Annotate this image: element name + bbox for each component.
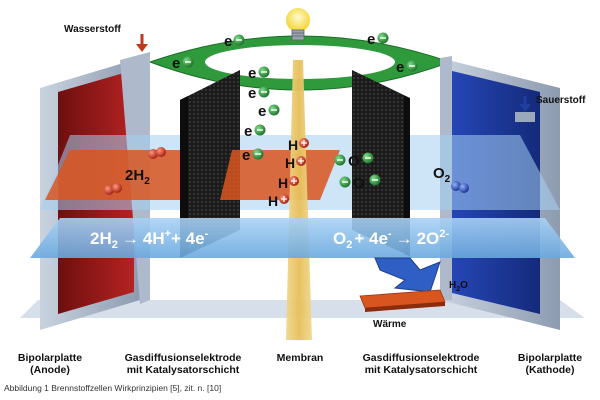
electron — [406, 60, 418, 72]
electron-label: e — [248, 65, 256, 82]
left-gas-diffusion-electrode — [180, 70, 240, 258]
electron — [334, 154, 346, 166]
electron-label: e — [258, 103, 266, 120]
electron — [377, 32, 389, 44]
electron — [258, 86, 270, 98]
electron-label: e — [244, 123, 252, 140]
reaction-band — [30, 218, 575, 258]
label-gde-left: Gasdiffusionselektrode mit Katalysatorsc… — [112, 352, 254, 376]
label-gde-left-line1: Gasdiffusionselektrode — [124, 352, 242, 364]
electrons — [182, 32, 418, 188]
oxygen-ion-labels: O O — [348, 153, 365, 192]
central-reaction-zone — [220, 150, 340, 200]
hydrogen-inlet-arrow-icon — [136, 34, 148, 52]
cathode-reaction: O2+ 4e-→2O2- — [333, 228, 449, 251]
electron-label: e — [242, 147, 250, 164]
figure-caption: Abbildung 1 Brennstoffzellen Wirkprinzip… — [4, 383, 222, 393]
proton-label: H — [288, 137, 298, 153]
hydrogen-molecule-label: 2H2 — [125, 167, 150, 187]
electron-labels: e e e e e e e e e — [172, 31, 404, 164]
electron — [258, 66, 270, 78]
electron — [252, 148, 264, 160]
label-membrane: Membran — [262, 352, 338, 364]
oxygen-ion-label: O — [353, 175, 365, 192]
electron — [362, 152, 374, 164]
anode-reaction-zone — [45, 150, 200, 200]
electron — [369, 174, 381, 186]
electron — [233, 34, 245, 46]
anode-reaction: 2H2→4H++ 4e- — [90, 228, 209, 251]
electron-label: e — [367, 31, 375, 48]
oxygen-ion-label: O — [348, 153, 360, 170]
proton-label: H — [268, 193, 278, 209]
label-gde-right-line2: mit Katalysatorschicht — [364, 364, 478, 376]
electron-label: e — [248, 85, 256, 102]
water-output-label: H2O — [449, 280, 468, 293]
proton-label: H — [285, 155, 295, 171]
label-cathode-plate-line1: Bipolarplatte — [517, 352, 583, 364]
electron-label: e — [396, 59, 404, 76]
right-gas-diffusion-electrode — [352, 70, 410, 256]
output-arrow — [359, 257, 446, 312]
hydrogen-inlet-label: Wasserstoff — [64, 24, 122, 35]
label-cathode-plate: Bipolarplatte (Kathode) — [502, 352, 598, 376]
oxygen-molecules — [451, 181, 469, 193]
label-anode-plate-line1: Bipolarplatte — [17, 352, 83, 364]
proton-label: H — [278, 175, 288, 191]
label-anode-plate-line2: (Anode) — [30, 364, 70, 376]
electron — [339, 176, 351, 188]
protons: H H H H — [268, 137, 309, 209]
label-cathode-plate-line2: (Kathode) — [525, 364, 575, 376]
electron-label: e — [172, 55, 180, 72]
label-anode-plate: Bipolarplatte (Anode) — [2, 352, 98, 376]
light-bulb-icon — [286, 8, 310, 41]
hydrogen-molecules — [104, 147, 166, 195]
electron — [254, 124, 266, 136]
membrane — [286, 60, 312, 340]
electron — [268, 104, 280, 116]
label-gde-left-line2: mit Katalysatorschicht — [126, 364, 240, 376]
heat-output-label: Wärme — [373, 319, 407, 330]
oxygen-inlet-label: Sauerstoff — [536, 95, 586, 106]
oxygen-inlet-arrow-icon — [515, 96, 535, 122]
label-membrane-line1: Membran — [276, 352, 324, 364]
label-gde-right: Gasdiffusionselektrode mit Katalysatorsc… — [350, 352, 492, 376]
oxygen-molecule-label: O2 — [433, 165, 451, 185]
label-gde-right-line1: Gasdiffusionselektrode — [362, 352, 480, 364]
electron — [182, 56, 194, 68]
electron-label: e — [224, 33, 232, 50]
